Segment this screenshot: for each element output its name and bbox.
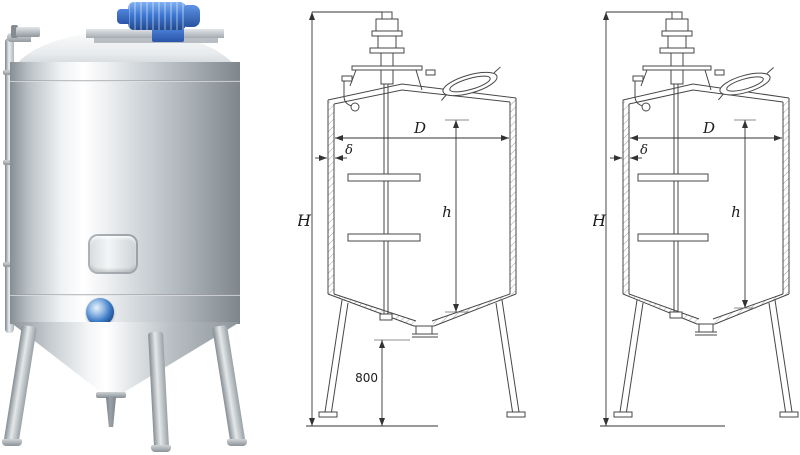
agitator-shaft-and-paddles — [347, 84, 421, 321]
tank-outline — [622, 83, 790, 336]
tank-photo — [2, 0, 248, 455]
pipe-flange — [3, 70, 16, 75]
agitator-shaft-and-paddles — [637, 84, 709, 319]
head-nozzle-cap — [11, 25, 18, 38]
pipe-flange — [3, 160, 16, 165]
agitator-drive — [349, 11, 423, 91]
dimension-H: H — [593, 11, 725, 427]
dimension-h: h — [731, 119, 756, 309]
dimension-D: D — [630, 119, 782, 141]
dim-label-h: h — [731, 203, 741, 221]
side-downpipe — [5, 38, 14, 333]
dim-label-delta: δ — [345, 143, 353, 158]
manway-plate — [90, 236, 136, 272]
dim-label-H: H — [298, 211, 312, 230]
dimension-delta: δ — [610, 143, 648, 161]
pipe-elbow — [7, 33, 31, 42]
tank-leg — [212, 324, 246, 444]
weld-seam — [10, 80, 240, 82]
motor-junction-box — [117, 9, 129, 24]
dimension-h: h — [442, 119, 469, 313]
gearbox — [152, 28, 184, 42]
tank-outline — [327, 83, 517, 338]
dim-label-800: 800 — [355, 371, 378, 385]
dimension-clearance: 800 — [355, 339, 410, 426]
sight-glass-valve — [86, 298, 114, 326]
dim-label-D: D — [702, 119, 715, 137]
dim-label-D: D — [413, 119, 426, 137]
dim-label-delta: δ — [640, 143, 648, 158]
tank-cone-bottom — [10, 322, 240, 400]
tank-shell — [10, 62, 240, 324]
agitator-motor — [128, 2, 186, 30]
dimension-D: D — [335, 119, 509, 141]
tank-legs — [318, 299, 526, 418]
weld-seam — [10, 294, 240, 296]
tank-leg — [3, 324, 37, 444]
outlet-cone — [105, 397, 117, 427]
dim-label-H: H — [593, 211, 607, 230]
technical-drawing-with-clearance: H D h δ 800 — [298, 11, 526, 427]
technical-drawing-variant: H D h δ — [593, 11, 799, 427]
dim-label-h: h — [442, 203, 452, 221]
manway — [441, 66, 501, 101]
head-nozzle — [16, 27, 40, 37]
top-nozzles — [632, 69, 725, 112]
top-nozzles — [341, 69, 436, 112]
outlet-flange — [96, 392, 126, 398]
tank-legs — [613, 299, 799, 418]
leg-foot — [2, 439, 22, 446]
pipe-flange — [3, 262, 16, 267]
manway — [717, 67, 774, 101]
agitator-drive — [640, 11, 712, 91]
motor-fan-cover — [184, 5, 200, 27]
leg-foot — [151, 445, 171, 452]
dimension-H: H — [298, 11, 438, 427]
leg-foot — [227, 439, 247, 446]
dimension-delta: δ — [315, 143, 353, 161]
